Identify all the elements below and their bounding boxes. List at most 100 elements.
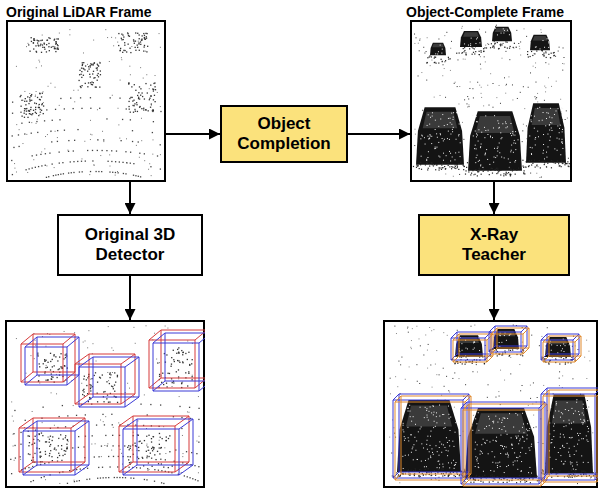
illustration-mark: [153, 436, 154, 437]
illustration-mark: [554, 423, 555, 424]
illustration-mark: [166, 354, 167, 355]
illustration-mark: [37, 97, 38, 98]
illustration-mark: [153, 89, 154, 90]
illustration-mark: [492, 474, 493, 475]
illustration-mark: [195, 479, 196, 480]
illustration-mark: [528, 418, 529, 419]
illustration-mark: [105, 435, 106, 436]
illustration-mark: [173, 382, 174, 383]
illustration-mark: [68, 151, 69, 152]
illustration-mark: [150, 107, 151, 108]
illustration-mark: [130, 448, 131, 449]
illustration-mark: [562, 375, 563, 376]
illustration-mark: [435, 364, 436, 365]
illustration-mark: [55, 174, 56, 175]
illustration-mark: [500, 453, 501, 454]
illustration-mark: [46, 441, 47, 442]
illustration-mark: [434, 470, 435, 471]
illustration-mark: [112, 445, 113, 446]
illustration-mark: [513, 462, 514, 463]
illustration-mark: [147, 470, 148, 471]
illustration-mark: [430, 457, 431, 458]
illustration-mark: [33, 39, 34, 40]
illustration-mark: [503, 417, 504, 418]
illustration-mark: [134, 109, 135, 110]
illustration-mark: [480, 454, 481, 455]
illustration-mark: [506, 447, 507, 448]
illustration-mark: [439, 374, 440, 375]
illustration-mark: [508, 457, 509, 458]
illustration-mark: [187, 476, 188, 477]
illustration-mark: [582, 413, 583, 414]
illustration-mark: [444, 386, 445, 387]
illustration-mark: [182, 453, 183, 454]
illustration-mark: [94, 456, 95, 457]
illustration-mark: [575, 471, 576, 472]
illustration-mark: [497, 465, 498, 466]
illustration-mark: [505, 333, 506, 334]
illustration-mark: [31, 444, 32, 445]
illustration-mark: [579, 414, 580, 415]
illustration-mark: [567, 443, 568, 444]
illustration-mark: [50, 353, 51, 354]
illustration-mark: [408, 411, 409, 412]
illustration-mark: [194, 465, 195, 466]
illustration-mark: [63, 438, 64, 439]
illustration-mark: [504, 472, 505, 473]
illustration-mark: [154, 454, 155, 455]
illustration-mark: [34, 358, 35, 359]
illustration-mark: [154, 333, 155, 334]
illustration-mark: [113, 388, 114, 389]
illustration-mark: [510, 350, 511, 351]
illustration-mark: [148, 110, 149, 111]
illustration-mark: [411, 434, 412, 435]
illustration-mark: [159, 376, 160, 377]
illustration-mark: [94, 62, 95, 63]
illustration-mark: [543, 336, 581, 362]
illustration-mark: [522, 437, 523, 438]
illustration-mark: [146, 479, 147, 480]
illustration-mark: [529, 450, 530, 451]
illustration-mark: [31, 37, 32, 38]
illustration-mark: [484, 475, 485, 476]
illustration-mark: [122, 477, 123, 478]
illustration-mark: [97, 69, 98, 70]
illustration-mark: [82, 62, 83, 63]
illustration-mark: [147, 455, 148, 456]
illustration-mark: [576, 462, 577, 463]
illustration-mark: [408, 332, 409, 333]
illustration-mark: [471, 476, 472, 477]
illustration-mark: [68, 172, 69, 173]
illustration-mark: [411, 434, 412, 435]
illustration-mark: [172, 386, 173, 387]
illustration-mark: [531, 473, 532, 474]
illustration-mark: [111, 386, 112, 387]
illustration-mark: [50, 361, 51, 362]
illustration-mark: [150, 84, 151, 85]
illustration-mark: [74, 332, 75, 333]
illustration-mark: [504, 446, 505, 447]
illustration-mark: [152, 447, 153, 448]
illustration-mark: [51, 141, 52, 142]
illustration-mark: [527, 423, 528, 424]
illustration-mark: [436, 374, 437, 375]
illustration-mark: [59, 151, 60, 152]
illustration-mark: [408, 470, 409, 471]
illustration-mark: [435, 426, 436, 427]
illustration-mark: [570, 462, 571, 463]
illustration-mark: [533, 427, 534, 428]
illustration-mark: [128, 101, 129, 102]
illustration-mark: [494, 456, 495, 457]
illustration-mark: [431, 330, 432, 331]
illustration-mark: [160, 144, 161, 145]
illustration-mark: [397, 386, 398, 387]
illustration-mark: [478, 467, 479, 468]
illustration-mark: [173, 359, 174, 360]
illustration-mark: [30, 355, 31, 356]
illustration-mark: [403, 431, 404, 432]
illustration-mark: [39, 448, 40, 449]
illustration-mark: [171, 363, 172, 364]
illustration-mark: [111, 161, 112, 162]
illustration-mark: [112, 386, 113, 387]
illustration-mark: [80, 97, 81, 98]
